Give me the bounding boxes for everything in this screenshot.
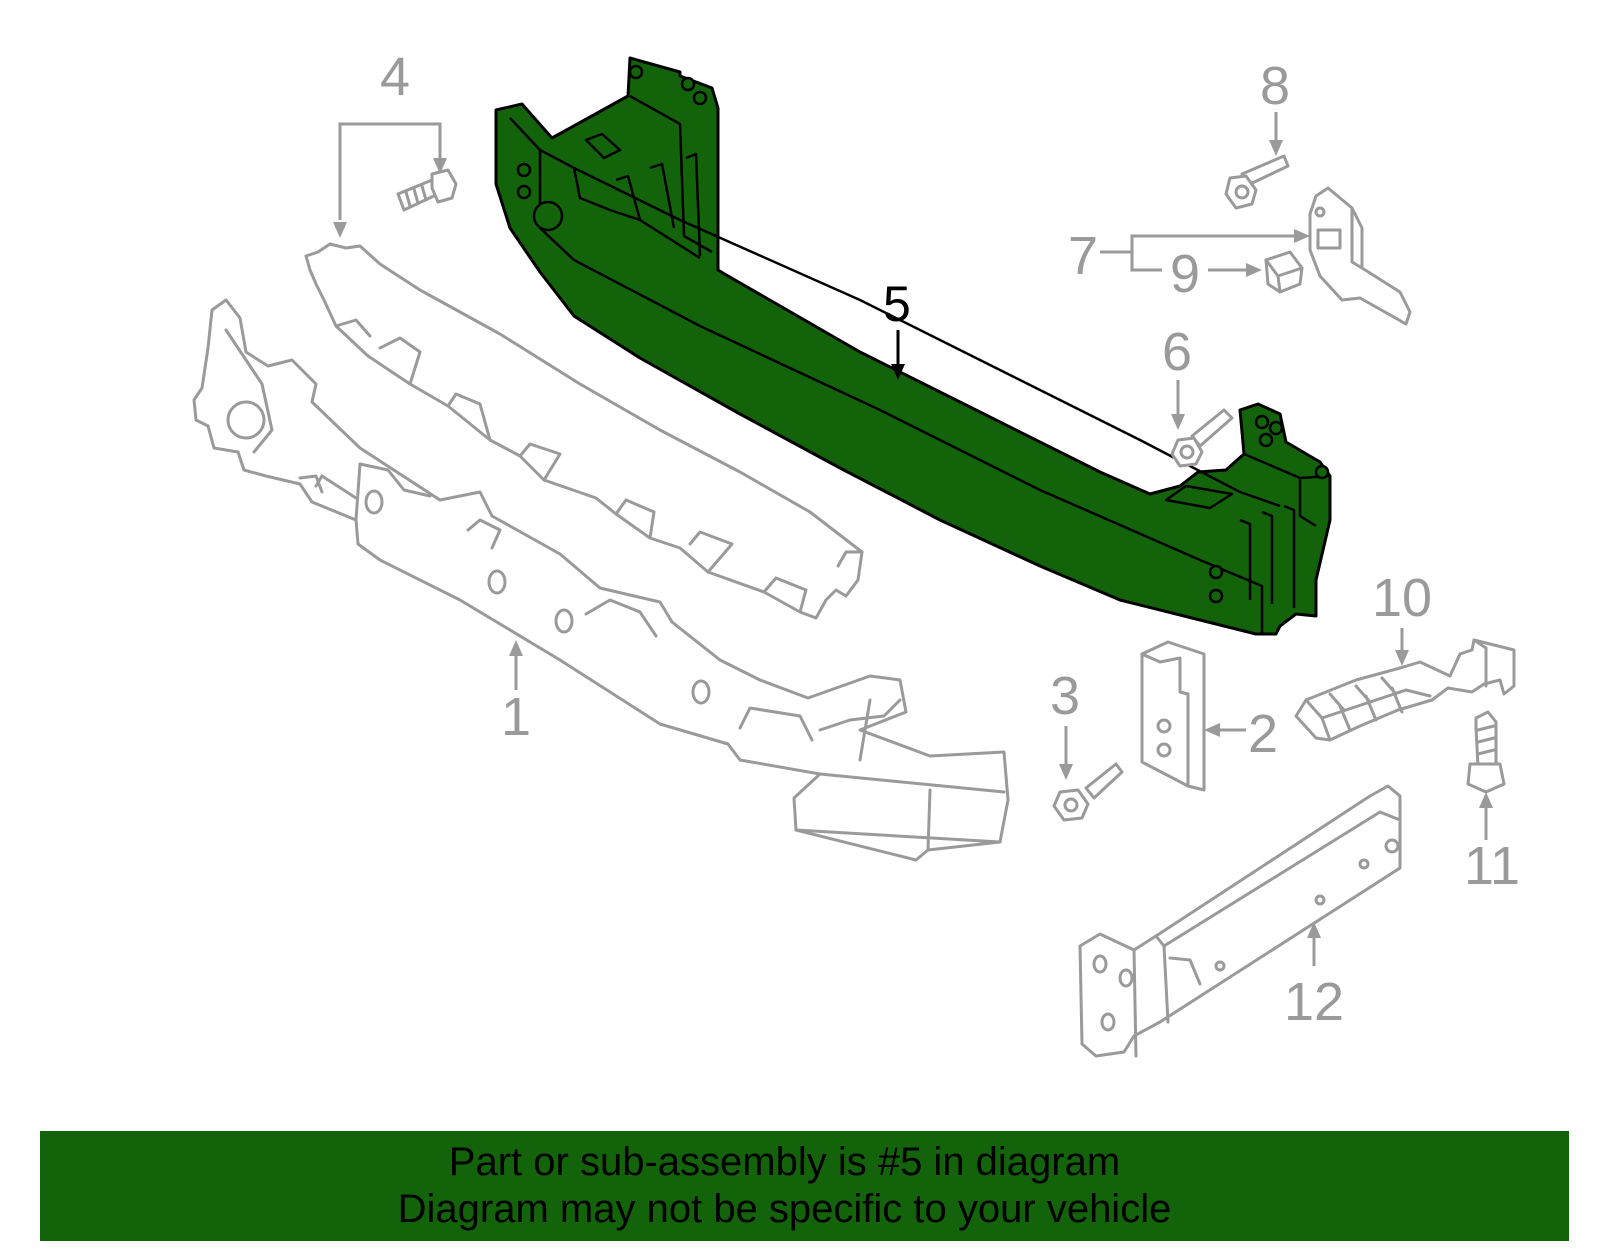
callout-4: 4 bbox=[380, 47, 410, 107]
callout-7: 7 bbox=[1068, 226, 1098, 286]
callout-6: 6 bbox=[1162, 322, 1192, 382]
part-2-plate[interactable] bbox=[1140, 640, 1206, 792]
part-3-bolt[interactable] bbox=[1052, 762, 1124, 822]
callout-8: 8 bbox=[1260, 56, 1290, 116]
part-4-screw[interactable] bbox=[396, 168, 458, 212]
part-8-bolt[interactable] bbox=[1224, 154, 1290, 210]
leader-lines bbox=[333, 112, 1493, 966]
callout-12: 12 bbox=[1284, 972, 1344, 1032]
footer-line-2: Diagram may not be specific to your vehi… bbox=[397, 1187, 1172, 1231]
callout-2: 2 bbox=[1248, 704, 1278, 764]
footer-line-1: Part or sub-assembly is #5 in diagram bbox=[448, 1140, 1121, 1184]
callout-10: 10 bbox=[1372, 568, 1432, 628]
part-12-crash-box[interactable] bbox=[1078, 784, 1402, 1058]
callout-9: 9 bbox=[1170, 244, 1200, 304]
footer-banner: Part or sub-assembly is #5 in diagram Di… bbox=[40, 1131, 1569, 1241]
part-11-screw[interactable] bbox=[1466, 710, 1506, 794]
part-10-bracket[interactable] bbox=[1294, 638, 1516, 742]
callout-11: 11 bbox=[1464, 836, 1520, 896]
callout-5: 5 bbox=[883, 276, 911, 332]
part-4-absorber-strip[interactable] bbox=[304, 242, 864, 620]
part-6-bolt[interactable] bbox=[1170, 408, 1234, 468]
callout-3: 3 bbox=[1050, 666, 1080, 726]
part-7-bracket[interactable] bbox=[1308, 186, 1412, 326]
callout-1: 1 bbox=[501, 687, 531, 747]
part-5-bumper-reinforcement[interactable] bbox=[494, 56, 1332, 636]
part-9-clip[interactable] bbox=[1264, 250, 1304, 294]
part-1-bumper-absorber[interactable] bbox=[192, 298, 1010, 862]
